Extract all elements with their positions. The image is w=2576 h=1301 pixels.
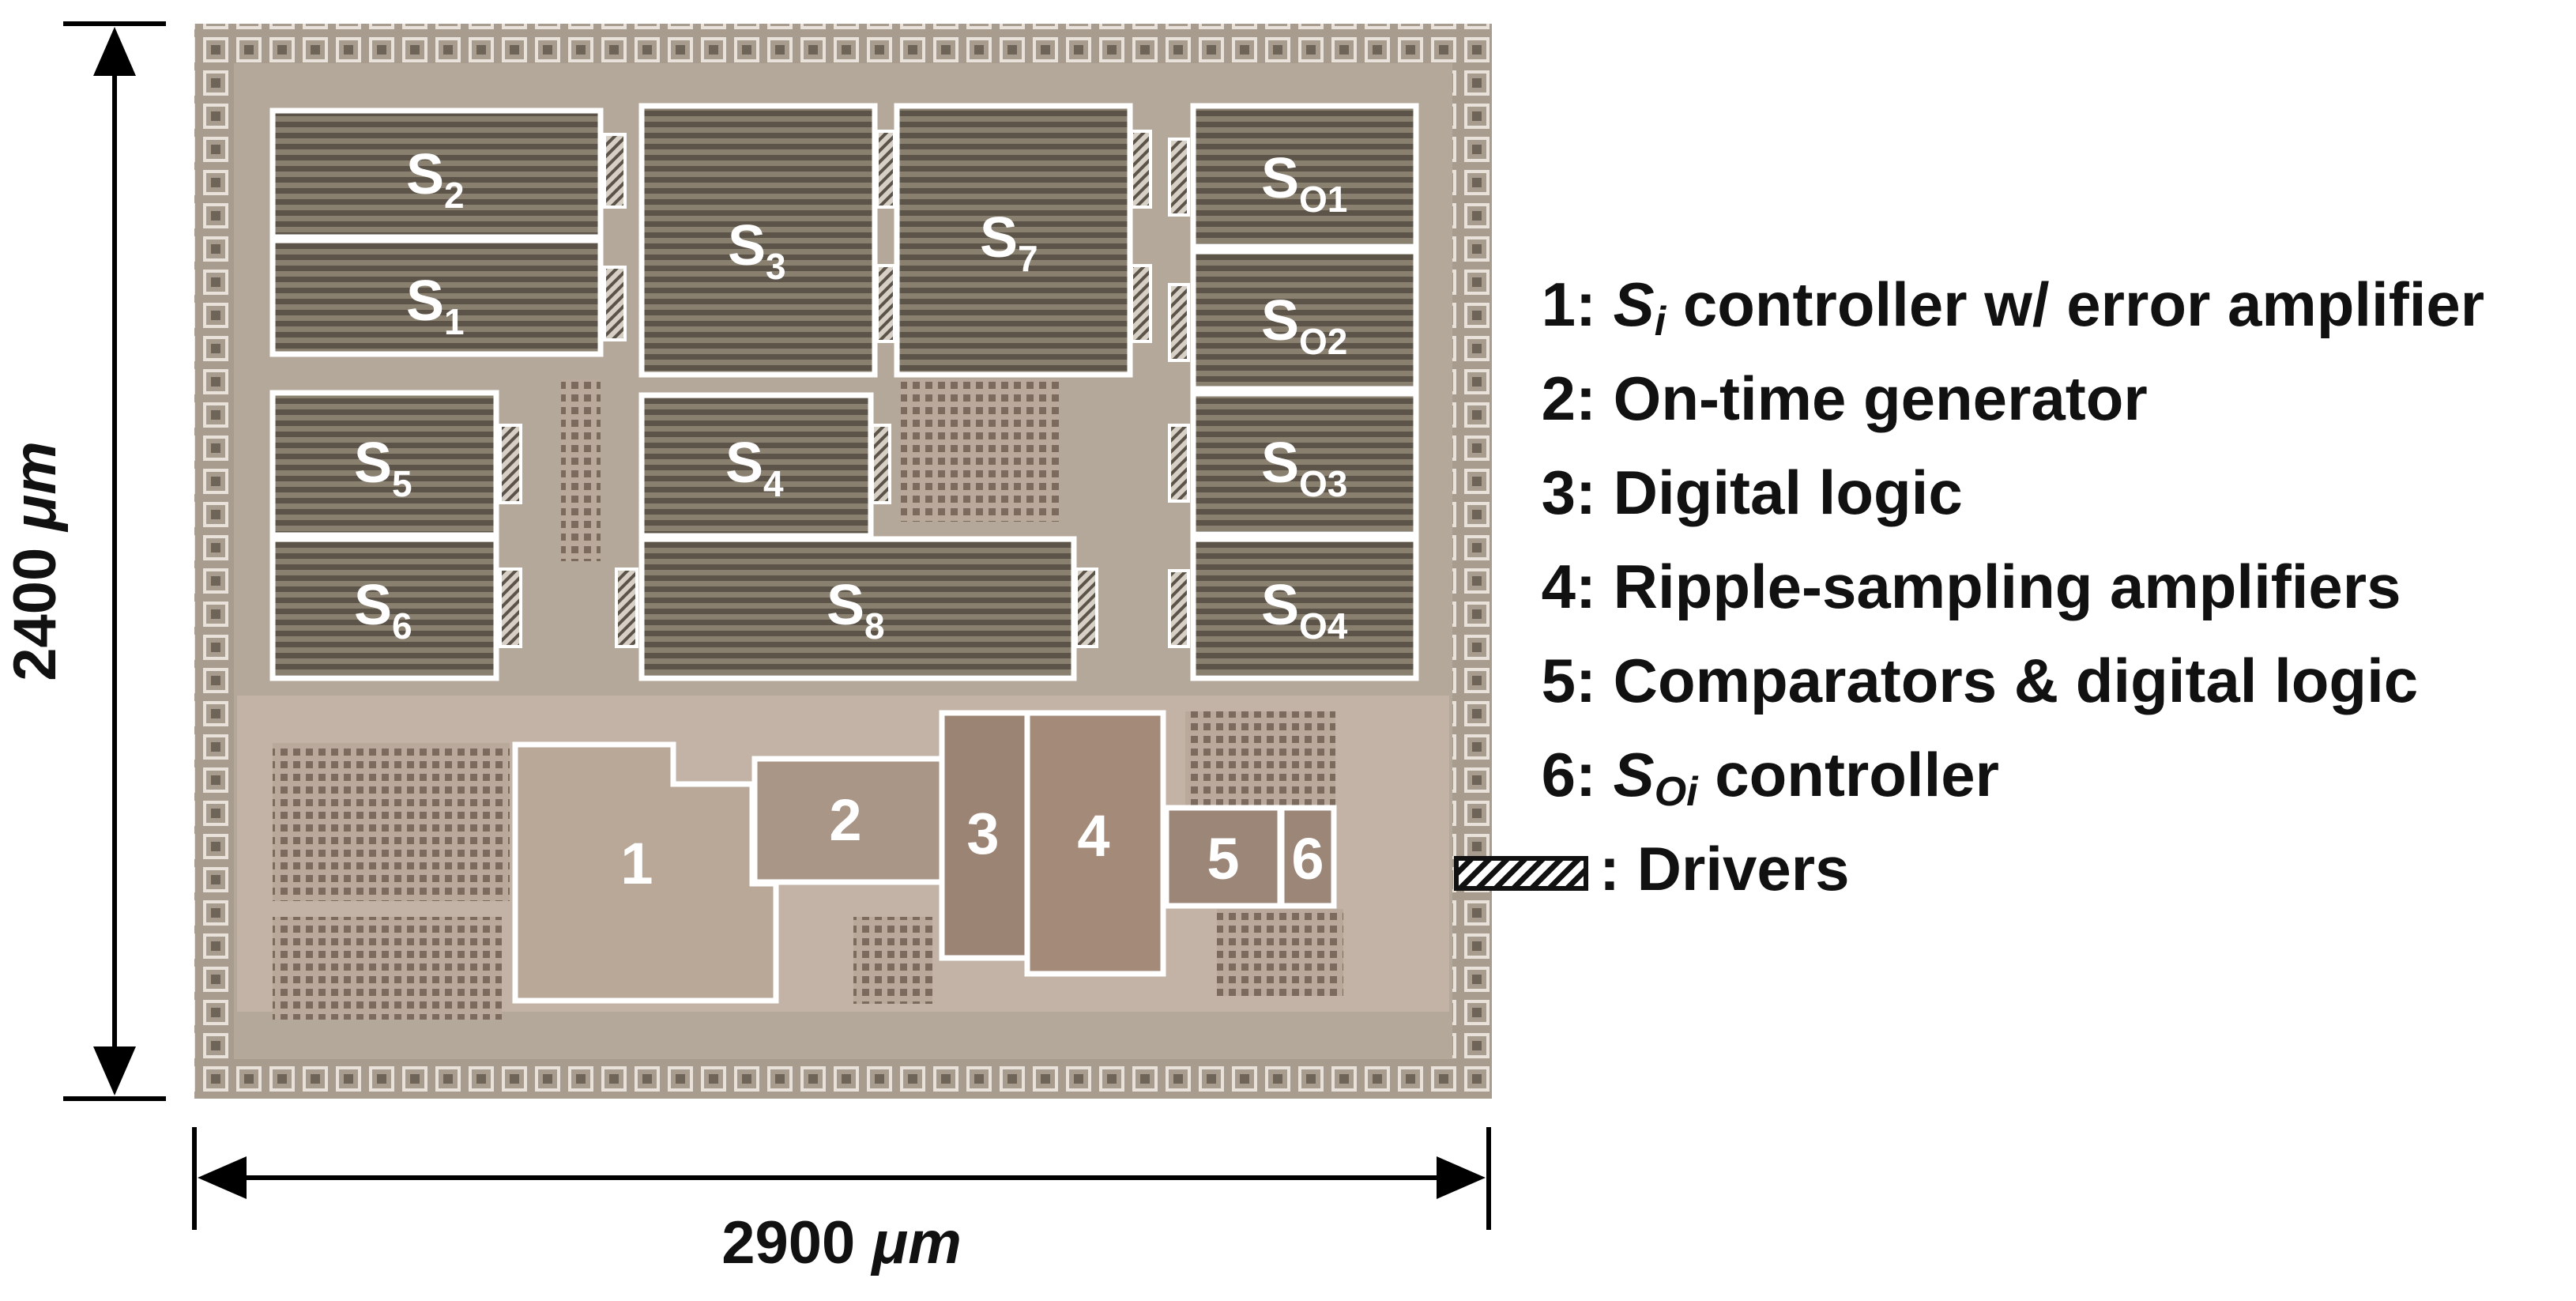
legend-text: Digital logic [1613, 458, 1963, 527]
label-SO4: SO4 [1261, 574, 1348, 647]
driver [499, 568, 522, 648]
driver [603, 266, 627, 341]
circuit-label-5: 5 [1207, 826, 1239, 892]
driver [499, 424, 522, 504]
switch-SO1 [1190, 103, 1419, 250]
height-arrow-down [93, 1046, 136, 1095]
legend-number: 3: [1541, 458, 1596, 527]
legend-symbol: Si [1613, 270, 1666, 345]
cap-array [901, 379, 1059, 522]
switch-SO4 [1190, 536, 1419, 681]
switch-SO2 [1190, 248, 1419, 392]
label-S1: S1 [406, 270, 465, 342]
legend-number: 6: [1541, 740, 1596, 809]
circuit-label-4: 4 [1077, 803, 1109, 869]
legend-text: controller w/ error amplifier [1666, 270, 2485, 339]
circuit-label-6: 6 [1291, 826, 1324, 892]
circuit-label-2: 2 [829, 787, 861, 853]
driver-hatch-swatch [1454, 856, 1588, 892]
switch-S5 [269, 390, 499, 538]
legend-symbol: SOi [1613, 740, 1698, 815]
legend-text: On-time generator [1613, 364, 2148, 433]
legend: 1: Si controller w/ error amplifier 2: O… [1454, 258, 2568, 916]
legend-item-1: 1: Si controller w/ error amplifier [1525, 258, 2568, 352]
legend-item-4: 4: Ripple-sampling amplifiers [1525, 540, 2568, 634]
switch-S1 [269, 237, 604, 357]
switch-S3 [638, 103, 878, 378]
legend-item-3: 3: Digital logic [1525, 446, 2568, 540]
legend-number: 1: [1541, 270, 1596, 339]
power-switches [269, 103, 1419, 681]
label-S2: S2 [406, 143, 465, 216]
legend-drivers: : Drivers [1454, 822, 2568, 916]
switch-S8 [638, 536, 1077, 681]
height-arrow-up [93, 27, 136, 76]
legend-number: 5: [1541, 646, 1596, 715]
cap-array [273, 743, 510, 901]
driver [1168, 138, 1190, 217]
legend-text: Comparators & digital logic [1613, 646, 2419, 715]
label-SO3: SO3 [1261, 432, 1347, 504]
label-SO1: SO1 [1261, 147, 1347, 220]
cap-array [561, 379, 601, 561]
driver [1168, 283, 1190, 362]
label-S7: S7 [980, 206, 1038, 279]
legend-number: 2: [1541, 364, 1596, 433]
circuit-label-1: 1 [620, 831, 653, 896]
label-SO2: SO2 [1261, 289, 1347, 362]
width-label: 2900 μm [721, 1209, 962, 1276]
switch-S7 [894, 103, 1133, 378]
label-S4: S4 [725, 432, 784, 504]
driver [876, 130, 896, 209]
driver [1168, 569, 1190, 648]
width-dimension [192, 1127, 1491, 1230]
legend-drivers-label: : Drivers [1599, 834, 1850, 903]
cap-array [1217, 909, 1343, 996]
driver [876, 264, 896, 343]
circuit-2 [751, 756, 945, 885]
circuit-6 [1279, 805, 1337, 909]
circuit-3 [939, 710, 1030, 961]
drivers [499, 130, 1190, 648]
legend-text: controller [1697, 740, 2000, 809]
legend-number: 4: [1541, 552, 1596, 621]
driver [871, 424, 891, 504]
driver [615, 568, 638, 648]
label-S3: S3 [728, 214, 786, 287]
driver [1168, 424, 1190, 503]
legend-item-6: 6: SOi controller [1525, 728, 2568, 822]
height-label: 2400 μm [2, 441, 69, 681]
switch-S2 [269, 107, 604, 240]
switch-SO3 [1190, 390, 1419, 537]
height-dimension [63, 21, 166, 1101]
block-labels: S2 S1 S3 S7 SO1 SO2 SO3 SO4 S5 S6 S4 S8 [354, 143, 1348, 647]
circuit-blocks [512, 710, 1337, 1004]
driver [1130, 130, 1152, 209]
cap-array [273, 917, 502, 1020]
die-photo-diagram: S2 S1 S3 S7 SO1 SO2 SO3 SO4 S5 S6 S4 S8 … [2, 21, 1492, 1276]
switch-S6 [269, 536, 499, 681]
legend-item-2: 2: On-time generator [1525, 352, 2568, 446]
circuit-labels: 1 2 3 4 5 6 [620, 787, 1324, 896]
legend-item-5: 5: Comparators & digital logic [1525, 634, 2568, 728]
label-S6: S6 [354, 574, 412, 647]
driver [603, 133, 627, 209]
circuit-4 [1024, 710, 1166, 977]
label-S8: S8 [827, 574, 885, 647]
cap-array [853, 917, 932, 1004]
width-arrow-right [1437, 1156, 1486, 1199]
width-arrow-left [198, 1156, 247, 1199]
driver [1075, 568, 1098, 648]
driver [1130, 264, 1152, 343]
legend-text: Ripple-sampling amplifiers [1613, 552, 2401, 621]
circuit-label-3: 3 [966, 801, 999, 866]
label-S5: S5 [354, 432, 412, 504]
